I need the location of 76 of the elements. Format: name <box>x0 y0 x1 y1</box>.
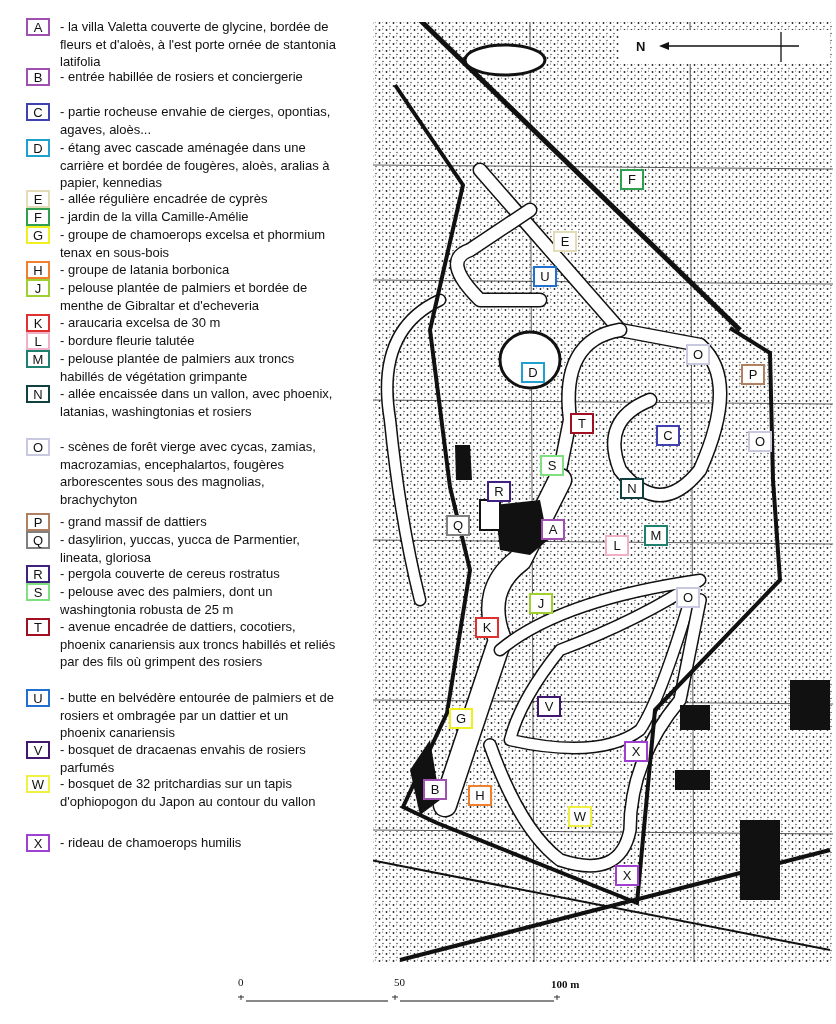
map-marker: D <box>521 362 545 383</box>
north-label: N <box>636 38 646 57</box>
legend-key: J <box>26 279 50 297</box>
map-marker: S <box>540 455 564 476</box>
legend-key: Q <box>26 531 50 549</box>
legend-text: - jardin de la villa Camille-Amélie <box>60 208 249 226</box>
legend-key: P <box>26 513 50 531</box>
legend-key: K <box>26 314 50 332</box>
map-marker: W <box>568 806 592 827</box>
legend-text: - la villa Valetta couverte de glycine, bordée de fleurs et d'aloès, à l'est porte ornée de stantonia latifolia <box>60 18 336 71</box>
legend-key: F <box>26 208 50 226</box>
legend-text: - allée régulière encadrée de cyprès <box>60 190 268 208</box>
map-marker: O <box>748 431 772 452</box>
legend-text: - araucaria excelsa de 30 m <box>60 314 221 332</box>
legend-text: - pelouse plantée de palmiers et bordée de menthe de Gibraltar et d'echeveria <box>60 279 309 314</box>
map-marker: G <box>449 708 473 729</box>
legend-text: - groupe de chamoerops excelsa et phormium tenax en sous-bois <box>60 226 327 261</box>
map-marker: F <box>620 169 644 190</box>
legend-key: H <box>26 261 50 279</box>
legend-key: A <box>26 18 50 36</box>
legend-key: W <box>26 775 50 793</box>
legend-text: - groupe de latania borbonica <box>60 261 230 279</box>
map-marker: X <box>615 865 639 886</box>
legend-key: E <box>26 190 50 208</box>
map-marker: C <box>656 425 680 446</box>
legend-text: - avenue encadrée de dattiers, cocotiers, phoenix canariensis aux troncs habillés et reliés par des fils où grimpent des rosiers <box>60 618 336 671</box>
legend-key: G <box>26 226 50 244</box>
scale-value: 0 <box>238 975 244 990</box>
legend-text: - rideau de chamoerops humilis <box>60 834 242 852</box>
legend-text: - pergola couverte de cereus rostratus <box>60 565 280 583</box>
legend-key: O <box>26 438 50 456</box>
legend-text: - scènes de forêt vierge avec cycas, zamias, macrozamias, encephalartos, fougères arborescentes sous des magnolias, brachychyton <box>60 438 317 508</box>
map-marker: K <box>475 617 499 638</box>
legend-text: - pelouse plantée de palmiers aux troncs habillés de végétation grimpante <box>60 350 296 385</box>
legend-text: - allée encaissée dans un vallon, avec phoenix, latanias, washingtonias et rosiers <box>60 385 334 420</box>
legend-text: - entrée habillée de rosiers et conciergerie <box>60 68 303 86</box>
legend-key: B <box>26 68 50 86</box>
map-marker: O <box>676 587 700 608</box>
legend-text: - dasylirion, yuccas, yucca de Parmentier, lineata, gloriosa <box>60 531 301 566</box>
map-marker: N <box>620 478 644 499</box>
legend-key: X <box>26 834 50 852</box>
map-marker: B <box>423 779 447 800</box>
legend-key: M <box>26 350 50 368</box>
map-marker: L <box>605 535 629 556</box>
map-marker: O <box>686 344 710 365</box>
legend-key: C <box>26 103 50 121</box>
legend-key: T <box>26 618 50 636</box>
map-marker: A <box>541 519 565 540</box>
map-marker: P <box>741 364 765 385</box>
legend-key: R <box>26 565 50 583</box>
map-marker: E <box>553 231 577 252</box>
map-marker: Q <box>446 515 470 536</box>
legend-text: - partie rocheuse envahie de cierges, opontias, agaves, aloès... <box>60 103 332 138</box>
legend-key: V <box>26 741 50 759</box>
legend-text: - bosquet de dracaenas envahis de rosiers parfumés <box>60 741 307 776</box>
legend-text: - étang avec cascade aménagée dans une carrière et bordée de fougères, aloès, aralias à papier, kennedias <box>60 139 331 192</box>
map-marker: R <box>487 481 511 502</box>
legend-text: - butte en belvédère entourée de palmiers et de rosiers et ombragée par un dattier et un phoenix canariensis <box>60 689 335 742</box>
map-marker: V <box>537 696 561 717</box>
legend-text: - bordure fleurie talutée <box>60 332 195 350</box>
legend-text: - grand massif de dattiers <box>60 513 207 531</box>
scale-value: 100 m <box>551 977 580 992</box>
scale-value: 50 <box>394 975 405 990</box>
map-marker: J <box>529 593 553 614</box>
legend-key: N <box>26 385 50 403</box>
map-marker: H <box>468 785 492 806</box>
legend-text: - pelouse avec des palmiers, dont un washingtonia robusta de 25 m <box>60 583 274 618</box>
legend-key: S <box>26 583 50 601</box>
legend-key: U <box>26 689 50 707</box>
map-marker: M <box>644 525 668 546</box>
legend-key: D <box>26 139 50 157</box>
legend-text: - bosquet de 32 pritchardias sur un tapis d'ophiopogon du Japon au contour du vallon <box>60 775 317 810</box>
map-marker: T <box>570 413 594 434</box>
map-marker: U <box>533 266 557 287</box>
map-marker: X <box>624 741 648 762</box>
legend-key: L <box>26 332 50 350</box>
